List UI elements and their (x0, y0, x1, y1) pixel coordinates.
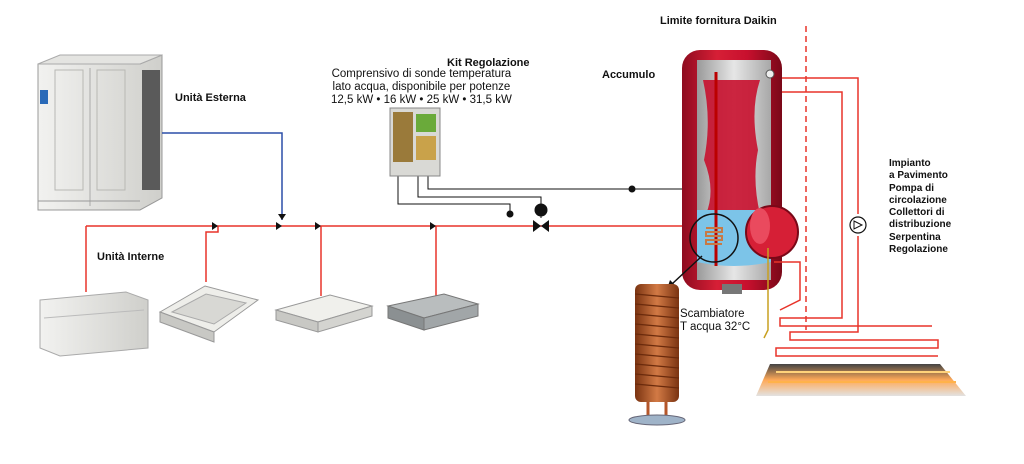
floor-system-line: Collettori di (889, 207, 945, 219)
supply-limit-label: Limite fornitura Daikin (660, 15, 777, 27)
exchanger-label-line: Scambiatore (680, 308, 745, 320)
outdoor-unit (37, 54, 163, 211)
floor-system-line: Regolazione (889, 244, 948, 256)
piping (85, 132, 690, 296)
tank-label: Accumulo (602, 69, 656, 81)
outdoor-unit-label: Unità Esterna (175, 92, 246, 104)
kit-description: Comprensivo di sonde temperatura lato ac… (331, 68, 512, 107)
control-kit-box (389, 107, 441, 177)
exchanger-label-line: T acqua 32°C (680, 321, 751, 333)
indoor-unit-ducted (386, 293, 480, 331)
kit-desc-line: 12,5 kW • 16 kW • 25 kW • 31,5 kW (331, 94, 512, 106)
floor-system-label: Impianto a Pavimento Pompa di circolazio… (889, 158, 951, 256)
floor-system-line: circolazione (889, 194, 947, 206)
exchanger-label: Scambiatore T acqua 32°C (680, 308, 750, 334)
indoor-unit-floor (39, 291, 149, 357)
floor-system-line: Pompa di (889, 182, 935, 194)
kit-desc-line: lato acqua, disponibile per potenze (332, 81, 511, 93)
indoor-unit-ceiling (274, 294, 374, 333)
floor-system-line: Serpentina (889, 231, 941, 243)
floor-system-line: Impianto (889, 158, 931, 169)
floor-system-line: a Pavimento (889, 170, 948, 182)
floor-system-line: distribuzione (889, 219, 952, 231)
indoor-units-label: Unità Interne (97, 251, 165, 263)
circulation-pump (745, 205, 799, 259)
kit-desc-line: Comprensivo di sonde temperatura (331, 68, 512, 80)
heat-exchanger-coil (628, 284, 686, 426)
indoor-unit-cassette (158, 285, 260, 343)
floor-heating-circuit (756, 77, 966, 396)
kit-title: Kit Regolazione (447, 57, 530, 69)
